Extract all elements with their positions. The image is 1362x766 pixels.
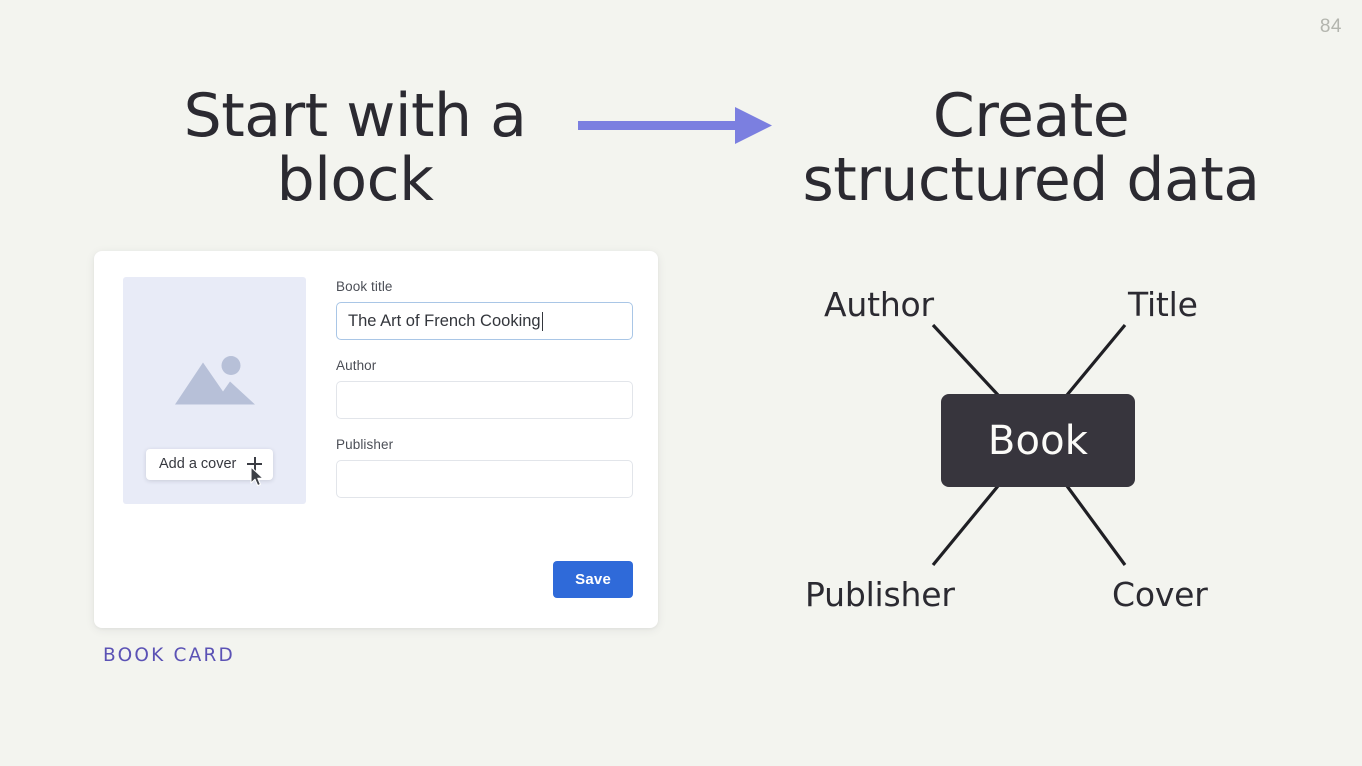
diagram-entity-book: Book <box>941 394 1135 487</box>
diagram-label-author: Author <box>824 285 934 324</box>
page-number: 84 <box>1319 16 1342 37</box>
save-button[interactable]: Save <box>553 561 633 598</box>
plus-icon <box>247 456 263 472</box>
author-input[interactable] <box>336 381 633 419</box>
book-card-caption: BOOK CARD <box>103 645 235 666</box>
book-form: Book title The Art of French Cooking Aut… <box>336 279 633 498</box>
heading-right: Create structured data <box>802 81 1260 216</box>
text-caret <box>541 311 543 331</box>
diagram-label-publisher: Publisher <box>805 575 955 614</box>
field-book-title: Book title The Art of French Cooking <box>336 279 633 340</box>
right-arrow-icon <box>575 105 775 147</box>
cover-placeholder[interactable]: Add a cover <box>123 277 306 504</box>
diagram-label-cover: Cover <box>1112 575 1208 614</box>
diagram-entity-label: Book <box>987 417 1089 464</box>
book-card: Add a cover Book title The Art of French… <box>94 251 658 628</box>
add-a-cover-button[interactable]: Add a cover <box>146 449 274 480</box>
heading-left: Start with a block <box>183 81 527 216</box>
publisher-input[interactable] <box>336 460 633 498</box>
field-publisher: Publisher <box>336 437 633 498</box>
diagram-label-title: Title <box>1128 285 1198 324</box>
structured-data-diagram: Author Title Publisher Cover Book <box>780 275 1280 635</box>
field-label-book-title: Book title <box>336 279 393 294</box>
image-placeholder-icon <box>173 351 257 416</box>
save-row: Save <box>336 561 633 598</box>
field-label-author: Author <box>336 358 377 373</box>
field-label-publisher: Publisher <box>336 437 394 452</box>
field-author: Author <box>336 358 633 419</box>
add-a-cover-label: Add a cover <box>159 456 237 472</box>
book-title-input[interactable]: The Art of French Cooking <box>336 302 633 340</box>
book-title-value: The Art of French Cooking <box>348 311 541 330</box>
